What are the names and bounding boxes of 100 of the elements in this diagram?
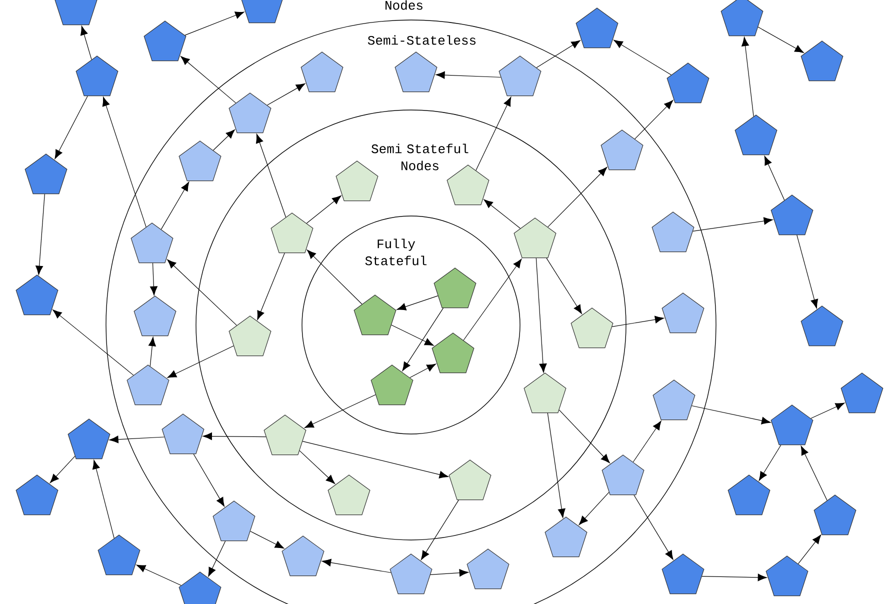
pentagon <box>600 130 644 170</box>
arrow <box>180 56 236 104</box>
pentagon <box>370 364 414 406</box>
pentagon <box>432 332 474 374</box>
ring-label: Fully Stateful <box>365 238 426 266</box>
arrow <box>798 534 822 564</box>
pentagon <box>466 548 510 590</box>
arrow <box>430 569 468 577</box>
pentagon <box>178 140 222 182</box>
arrow <box>536 258 547 373</box>
arrow <box>810 402 845 419</box>
arrow <box>702 574 767 582</box>
pentagon <box>24 154 68 194</box>
arrow <box>758 26 804 53</box>
pentagon <box>16 274 58 316</box>
arrow <box>634 100 674 140</box>
arrow <box>92 460 114 538</box>
arrow <box>148 336 156 366</box>
arrow <box>547 412 566 518</box>
pentagon <box>448 460 492 500</box>
arrow <box>184 12 244 36</box>
pentagon <box>68 418 110 460</box>
arrow <box>391 324 434 346</box>
arrow <box>36 194 45 275</box>
pentagon <box>814 494 856 536</box>
pentagon <box>282 536 324 576</box>
arrow <box>436 71 502 79</box>
pentagon <box>434 268 476 308</box>
pentagon <box>652 380 696 420</box>
arrow <box>692 217 773 232</box>
ring-label: Semi Stateful Nodes <box>372 144 468 170</box>
pentagon <box>800 40 844 82</box>
arrow <box>256 134 286 218</box>
arrow <box>50 456 76 484</box>
arrow <box>484 199 521 229</box>
pentagon <box>662 554 704 594</box>
arrow <box>54 96 88 160</box>
pentagon <box>576 8 618 48</box>
arrow <box>167 259 237 326</box>
pentagon <box>514 218 556 258</box>
pentagon <box>178 572 222 604</box>
pentagon <box>270 212 314 254</box>
pentagon <box>130 222 174 264</box>
arrow <box>136 564 182 586</box>
pentagon <box>240 0 284 24</box>
pentagon <box>498 56 542 96</box>
arrow <box>796 234 818 308</box>
pentagon <box>98 534 140 576</box>
arrow <box>396 295 438 310</box>
pentagon <box>264 414 306 456</box>
arrow <box>463 258 522 341</box>
arrow <box>742 36 754 117</box>
pentagon <box>212 500 256 542</box>
pentagon <box>544 516 588 558</box>
arrow <box>548 167 608 228</box>
pentagon <box>770 194 814 236</box>
pentagon <box>770 404 814 446</box>
pentagon <box>126 364 170 406</box>
pentagon <box>162 414 204 454</box>
arrow <box>764 156 785 200</box>
arrow <box>160 182 190 230</box>
arrow <box>614 40 672 76</box>
arrow <box>402 308 444 372</box>
arrow <box>299 450 335 484</box>
arrow <box>578 492 610 526</box>
arrow <box>250 530 284 549</box>
arrow <box>632 420 662 462</box>
pentagon <box>328 474 370 516</box>
arrow <box>167 346 234 378</box>
pentagon <box>734 114 778 156</box>
pentagon <box>134 296 176 336</box>
arrow <box>558 410 610 464</box>
arrow <box>257 252 285 320</box>
pentagon <box>446 164 490 206</box>
pentagon <box>766 556 808 596</box>
arrow <box>634 494 674 560</box>
pentagon <box>720 0 764 36</box>
arrow <box>476 96 512 171</box>
pentagon <box>394 52 438 92</box>
arrow <box>304 394 376 428</box>
arrow <box>208 540 226 577</box>
arrow <box>52 310 134 376</box>
arrow <box>410 364 436 378</box>
pentagon <box>54 0 98 26</box>
arrow <box>306 250 362 304</box>
pentagon <box>354 294 396 336</box>
pentagon <box>228 316 272 356</box>
pentagon <box>300 52 344 92</box>
pentagon <box>666 62 710 104</box>
pentagon <box>76 56 118 96</box>
pentagon <box>602 454 644 496</box>
arrow <box>80 26 92 60</box>
ring-label: Semi-Stateless <box>368 35 476 45</box>
arrow <box>546 258 582 314</box>
pentagon <box>524 372 566 414</box>
arrow <box>109 436 165 444</box>
pentagon <box>228 92 272 134</box>
arrow <box>150 262 158 296</box>
pentagon <box>840 372 884 414</box>
pentagon <box>390 554 432 594</box>
